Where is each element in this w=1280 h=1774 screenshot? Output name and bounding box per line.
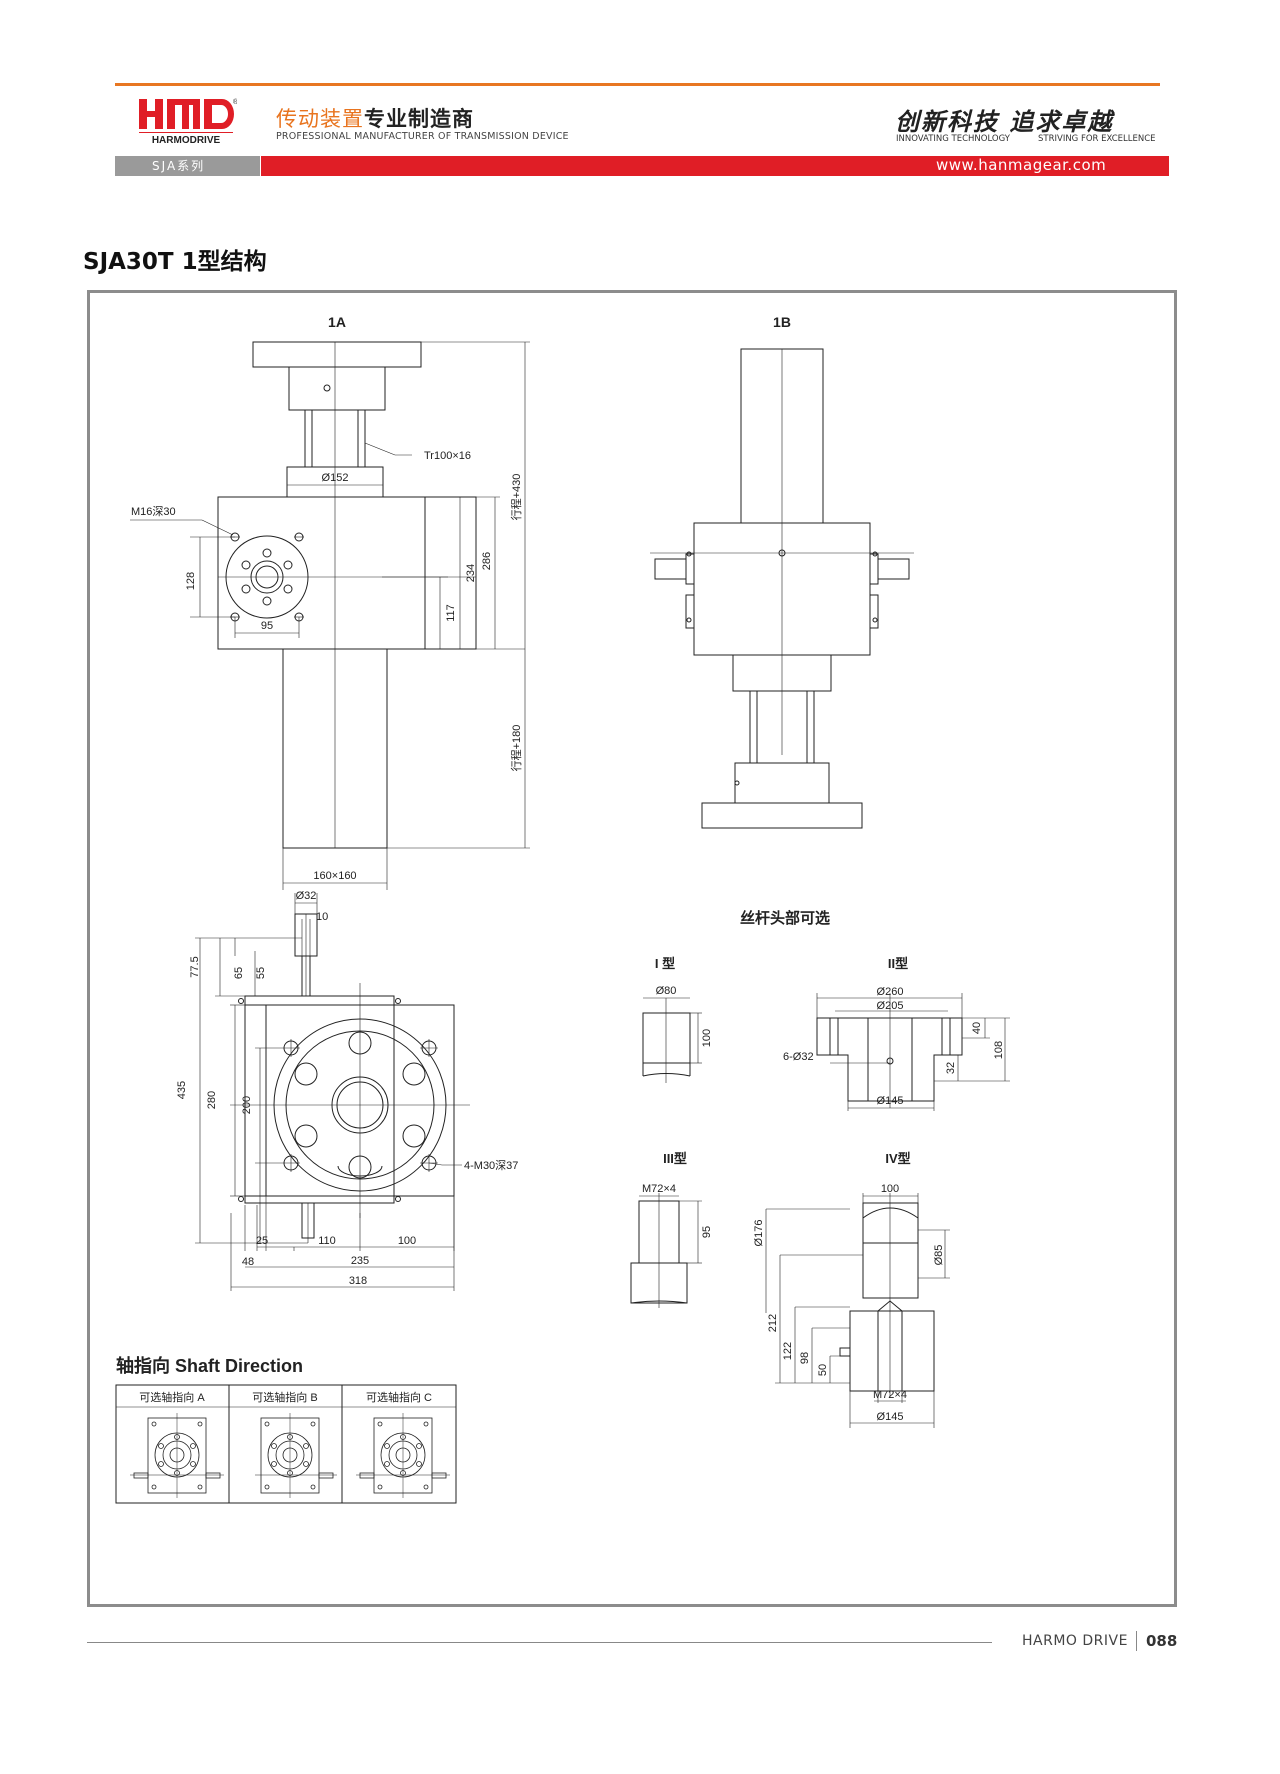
- type-4-thread: M72×4: [873, 1389, 907, 1401]
- type-3-label: III型: [663, 1151, 687, 1166]
- dim-280: 280: [206, 1091, 218, 1109]
- dim-holes: 4-M30深37: [464, 1159, 518, 1172]
- type-4-label: IV型: [885, 1151, 910, 1166]
- dim-234: 234: [465, 564, 477, 582]
- dim-stroke-430: 行程+430: [510, 474, 523, 521]
- shaft-option-b-figure: [255, 1413, 337, 1498]
- dim-100: 100: [398, 1235, 416, 1247]
- dim-base: 160×160: [313, 870, 356, 882]
- dim-hole: M16深30: [131, 505, 176, 518]
- type-1-dia: Ø80: [656, 985, 677, 997]
- shaft-option-b: 可选轴指向 B: [252, 1390, 317, 1404]
- dim-55: 55: [255, 967, 267, 979]
- dim-dia-152: Ø152: [322, 472, 349, 484]
- screw-heads: 丝杆头部可选 I 型 Ø80 100 II型 Ø260 Ø205: [630, 909, 1010, 1428]
- header-tagline-en: PROFESSIONAL MANUFACTURER OF TRANSMISSIO…: [276, 131, 569, 142]
- dim-stroke-180: 行程+180: [510, 725, 523, 772]
- type-4-dia-176: Ø176: [753, 1220, 765, 1247]
- dim-286: 286: [481, 552, 493, 570]
- footer-separator: [1136, 1631, 1137, 1651]
- header-tagline-cn: 传动装置专业制造商: [276, 103, 474, 133]
- view-1a: 1A: [130, 314, 530, 890]
- dim-25: 25: [256, 1235, 268, 1247]
- dim-318: 318: [349, 1275, 367, 1287]
- dim-435: 435: [176, 1081, 188, 1099]
- shaft-option-c: 可选轴指向 C: [366, 1390, 432, 1404]
- type-1-len: 100: [701, 1029, 713, 1047]
- dim-dia-32: Ø32: [296, 890, 317, 902]
- dim-77-5: 77.5: [189, 956, 201, 977]
- type-2-label: II型: [888, 956, 908, 971]
- series-bar: [115, 156, 260, 176]
- view-1b: 1B: [650, 314, 914, 829]
- view-1a-label: 1A: [328, 314, 346, 330]
- type-2-dia-260: Ø260: [877, 986, 904, 998]
- tagline-accent: 传动装置: [276, 107, 364, 131]
- slogan-en-2: STRIVING FOR EXCELLENCE: [1038, 134, 1156, 144]
- dim-235: 235: [351, 1255, 369, 1267]
- footer-brand: HARMO DRIVE: [1022, 1633, 1128, 1649]
- page-title: SJA30T 1型结构: [83, 249, 267, 275]
- type-2-d40: 40: [971, 1022, 983, 1034]
- shaft-option-a: 可选轴指向 A: [139, 1390, 205, 1404]
- type-4-d98: 98: [799, 1352, 811, 1364]
- type-4-dia-145: Ø145: [877, 1411, 904, 1423]
- type-4-d100: 100: [881, 1183, 899, 1195]
- type-4-dia-85: Ø85: [933, 1245, 945, 1266]
- shaft-option-c-figure: [356, 1413, 450, 1498]
- shaft-direction-heading: 轴指向 Shaft Direction: [116, 1355, 303, 1376]
- tagline-rest: 专业制造商: [364, 107, 474, 131]
- type-2-d108: 108: [993, 1041, 1005, 1059]
- slogan-en-1: INNOVATING TECHNOLOGY: [896, 134, 1010, 144]
- dim-110: 110: [318, 1235, 336, 1247]
- header-top-rule: [115, 83, 1160, 86]
- screw-heads-heading: 丝杆头部可选: [740, 909, 830, 927]
- type-2-d32: 32: [945, 1062, 957, 1074]
- shaft-direction: 轴指向 Shaft Direction 可选轴指向 A 可选轴指向 B 可选轴指…: [115, 1355, 457, 1504]
- drawing-frame: [87, 290, 1177, 1607]
- footer-rule: [87, 1642, 992, 1643]
- type-2-holes: 6-Ø32: [783, 1051, 814, 1063]
- type-4-d50: 50: [817, 1364, 829, 1376]
- slogan-cn: 创新科技 追求卓越: [895, 107, 1114, 136]
- dim-thread: Tr100×16: [424, 450, 471, 462]
- website-link[interactable]: www.hanmagear.com: [936, 156, 1107, 174]
- dim-128: 128: [185, 572, 197, 590]
- series-label: SJA系列: [152, 159, 206, 173]
- dim-65: 65: [233, 967, 245, 979]
- plan-view: Ø32 10 77.5 65 55 435 280 200 4-M30深37 2…: [176, 890, 518, 1291]
- type-1-label: I 型: [655, 956, 675, 971]
- company-logo: ® HARMODRIVE: [137, 96, 239, 146]
- website-bar: [261, 156, 1169, 176]
- logo-subtext: HARMODRIVE: [152, 135, 221, 146]
- shaft-option-a-figure: [130, 1413, 224, 1498]
- type-4-d122: 122: [782, 1342, 794, 1360]
- view-1b-label: 1B: [773, 314, 791, 330]
- svg-text:®: ®: [233, 98, 237, 106]
- type-4-d212: 212: [767, 1314, 779, 1332]
- type-2-dia-145: Ø145: [877, 1095, 904, 1107]
- dim-200: 200: [241, 1096, 253, 1114]
- dim-117: 117: [445, 604, 457, 622]
- dim-48: 48: [242, 1256, 254, 1268]
- dim-95: 95: [261, 620, 273, 632]
- dim-10: 10: [316, 911, 328, 923]
- type-3-len: 95: [701, 1226, 713, 1238]
- type-3-thread: M72×4: [642, 1183, 676, 1195]
- type-2-dia-205: Ø205: [877, 1000, 904, 1012]
- technical-drawing: 1A: [90, 293, 1174, 1608]
- page-number: 088: [1146, 1632, 1178, 1650]
